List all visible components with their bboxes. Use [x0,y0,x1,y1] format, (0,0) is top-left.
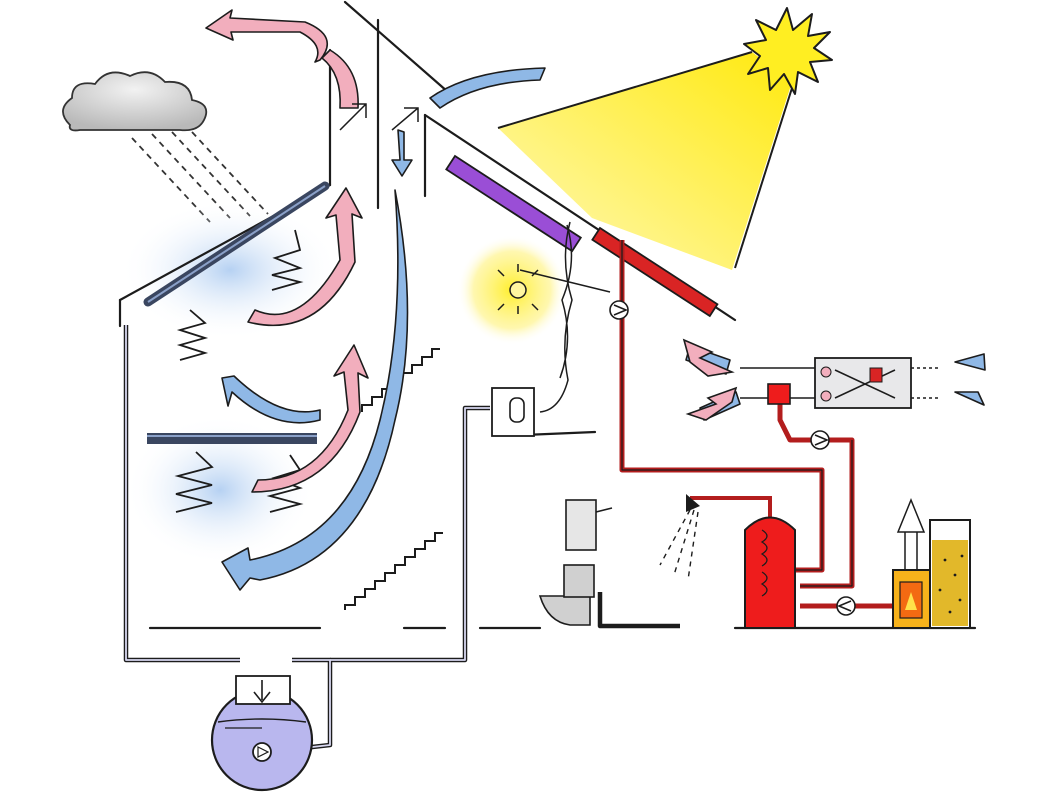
vent-arrows [339,103,419,131]
washing-machine-icon [491,387,535,437]
floor-slab [147,433,317,444]
rainwater-pump [252,742,272,762]
cloud-icon [62,71,208,132]
rainwater-tank [210,675,314,792]
heat-exchanger [814,357,912,409]
toilet-icon [538,499,613,626]
supply-air-arrow [685,386,738,421]
duct-heater [767,383,791,405]
warm-air-flow [205,9,369,493]
shower-icon [659,494,772,581]
exhaust-air-arrow [682,338,735,377]
circulation-pump-icon [609,300,856,616]
sun-icon [743,7,833,95]
lamp-icon [497,264,539,314]
pellet-boiler [892,498,932,629]
hot-water-tank [744,516,796,629]
solar-pv-panel [445,154,583,253]
rain-icon [131,131,269,223]
pellet-store [929,519,971,629]
